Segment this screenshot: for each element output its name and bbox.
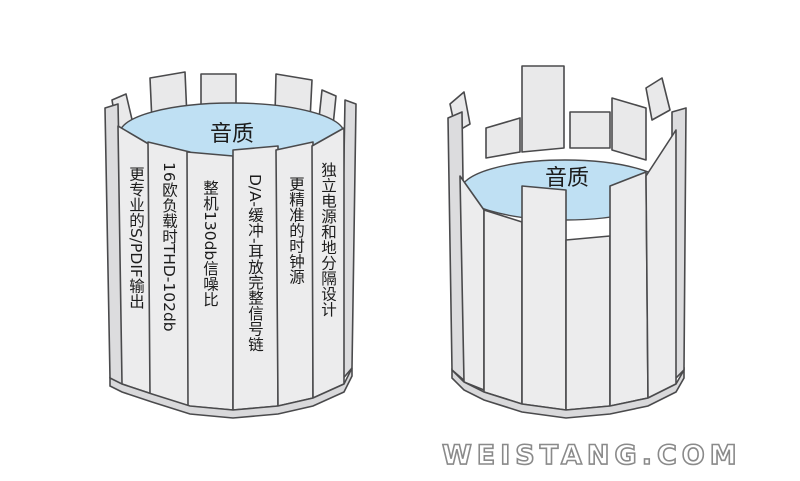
right-stave-4 bbox=[565, 235, 611, 411]
right-stave-1 bbox=[459, 175, 485, 391]
right-back-stave-3 bbox=[485, 117, 521, 159]
right-water-label: 音质 bbox=[545, 166, 589, 191]
left-bottom-rim bbox=[109, 367, 353, 419]
left-stave-2-label: 16欧负载时THD-102db bbox=[160, 162, 178, 332]
right-stave-3 bbox=[521, 185, 567, 411]
right-back-stave-1 bbox=[521, 65, 565, 153]
right-back-stave-2 bbox=[569, 111, 611, 149]
right-back-stave-5 bbox=[645, 77, 671, 121]
right-stave-5 bbox=[609, 171, 649, 407]
left-stave-4-label: D/A-缓冲-耳放完整信号链 bbox=[246, 174, 264, 352]
watermark-logo: WEISTANG.COM bbox=[441, 440, 742, 472]
left-barrel: 音质 更专业的S/PDIF输出 16欧负载时THD-102db 整机130db信… bbox=[104, 71, 357, 419]
right-bottom-rim bbox=[451, 366, 685, 419]
right-barrel: 音质 bbox=[447, 65, 687, 419]
right-stave-2 bbox=[483, 209, 523, 405]
left-stave-5-label: 更精准的时钟源 bbox=[287, 176, 305, 285]
left-stave-1-label: 更专业的S/PDIF输出 bbox=[127, 166, 145, 309]
right-stave-6 bbox=[645, 129, 677, 399]
left-stave-6-label: 独立电源和地分隔设计 bbox=[319, 162, 337, 318]
left-water-label: 音质 bbox=[210, 122, 254, 147]
right-back-stave-4 bbox=[611, 97, 647, 161]
left-stave-3-label: 整机130db信噪比 bbox=[201, 180, 219, 307]
